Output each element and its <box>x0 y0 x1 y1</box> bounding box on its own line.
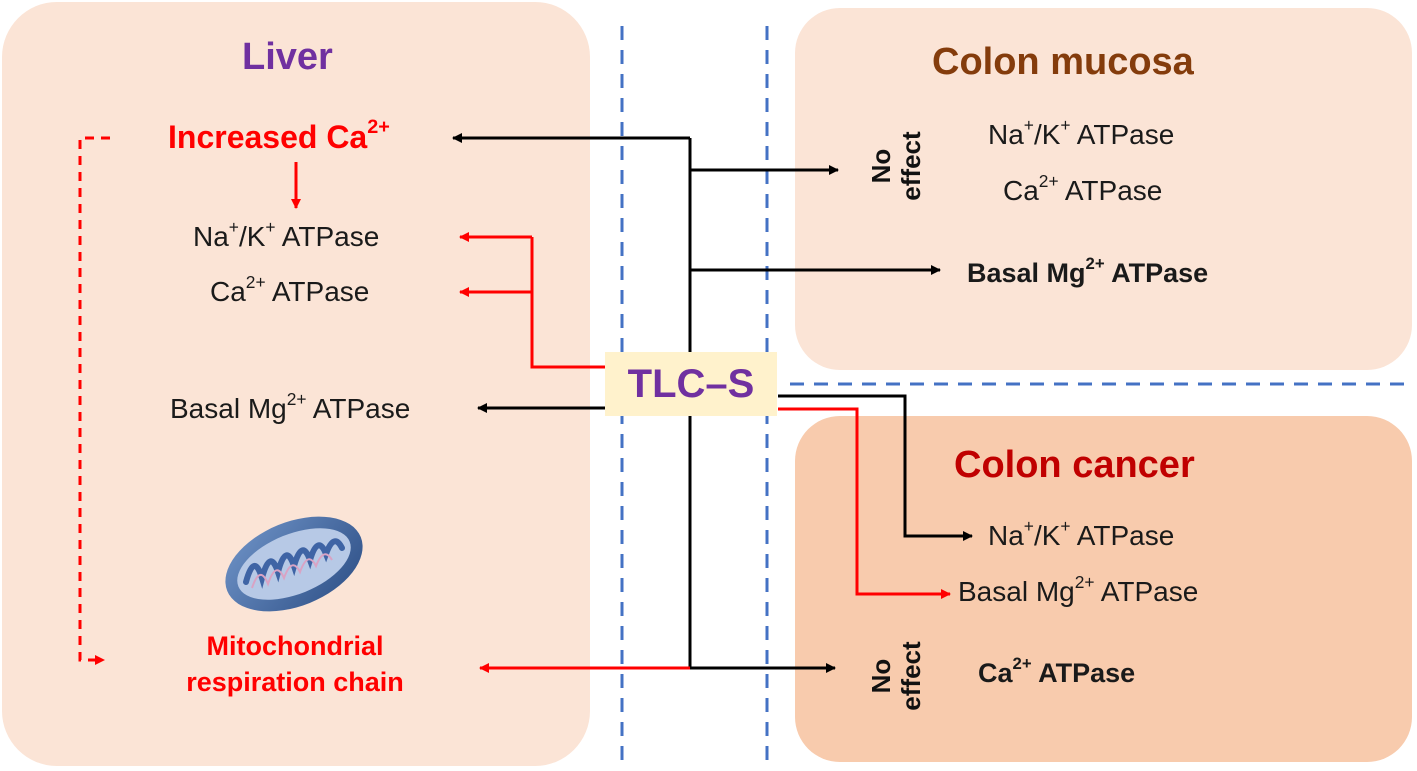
increased-ca-label: Increased Ca2+ <box>168 116 390 155</box>
liver-title: Liver <box>242 36 333 78</box>
cancer-basal-mg-atpase: Basal Mg2+ ATPase <box>958 571 1199 607</box>
mucosa-no-effect: No effect <box>866 131 926 201</box>
tlc-s-box: TLC–S <box>605 352 777 416</box>
liver-nak-atpase: Na+/K+ ATPase <box>193 216 380 252</box>
cancer-ca-atpase: Ca2+ ATPase <box>978 654 1136 688</box>
mito-chain-label: Mitochondrial respiration chain <box>186 631 404 697</box>
mucosa-basal-mg-atpase: Basal Mg2+ ATPase <box>967 254 1209 288</box>
liver-panel <box>2 2 590 766</box>
red-branch-liver-atpases <box>530 237 605 369</box>
colon-cancer-panel <box>795 416 1412 762</box>
mucosa-ca-atpase: Ca2+ ATPase <box>1003 170 1163 206</box>
cancer-title: Colon cancer <box>954 444 1195 486</box>
liver-ca-atpase: Ca2+ ATPase <box>210 271 370 307</box>
cancer-nak-atpase: Na+/K+ ATPase <box>988 515 1175 551</box>
tlc-s-label: TLC–S <box>627 361 755 406</box>
liver-basal-mg-atpase: Basal Mg2+ ATPase <box>170 388 411 424</box>
mitochondrion-icon <box>225 516 363 612</box>
dashed-feedback-path <box>78 136 110 665</box>
arrow-to-cancer-nak <box>778 394 973 541</box>
cancer-no-effect: No effect <box>866 641 926 711</box>
colon-mucosa-panel <box>795 8 1412 370</box>
mucosa-title: Colon mucosa <box>932 41 1194 83</box>
arrow-to-cancer-mg <box>778 407 951 599</box>
mucosa-nak-atpase: Na+/K+ ATPase <box>988 114 1175 150</box>
